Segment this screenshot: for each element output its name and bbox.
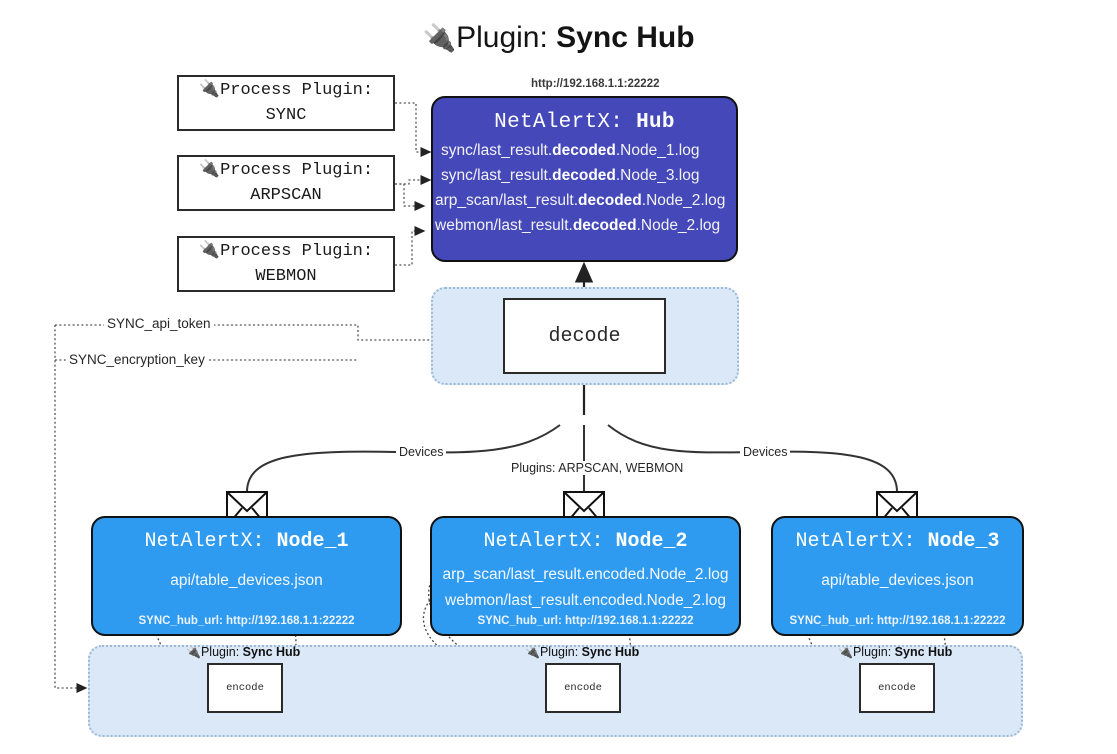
node-2-line-2: webmon/last_result.encoded.Node_2.log [445,592,726,609]
label-sync-encryption-key: SYNC_encryption_key [66,352,208,367]
plug-icon: 🔌 [186,645,201,659]
wire-arpscan-to-hub-b [395,183,426,212]
plug-icon: 🔌 [198,242,221,261]
plug-icon: 🔌 [198,161,221,180]
title-strong: Sync Hub [556,21,695,54]
node-3-line-1: api/table_devices.json [821,572,974,589]
label-devices-right: Devices [740,445,791,459]
hub-log-4: webmon/last_result.decoded.Node_2.log [435,217,721,234]
wire-encryption-key-to-encoders [54,325,88,694]
plug-icon: 🔌 [198,81,221,100]
title-lead: Plugin: [456,21,557,54]
node-box-1[interactable]: NetAlertX: Node_1 api/table_devices.json… [91,516,402,636]
encode-box-1[interactable]: encode [207,663,283,713]
node-box-3[interactable]: NetAlertX: Node_3 api/table_devices.json… [771,516,1024,636]
process-plugin-sync-line1: 🔌Process Plugin: [198,81,374,100]
encoder-1-tag: 🔌Plugin: Sync Hub [186,645,301,659]
process-plugin-sync[interactable]: 🔌Process Plugin: SYNC [177,75,395,131]
node-1-line-1: api/table_devices.json [170,572,323,589]
node-1-title: NetAlertX: Node_1 [144,530,349,553]
node-2-title: NetAlertX: Node_2 [483,530,688,553]
plug-icon: 🔌 [838,645,853,659]
process-plugin-arpscan-line2: ARPSCAN [250,186,322,205]
wire-sync-to-hub [395,102,432,158]
encoder-3-tag: 🔌Plugin: Sync Hub [838,645,953,659]
process-plugin-webmon-line1: 🔌Process Plugin: [198,242,374,261]
encoder-2-tag: 🔌Plugin: Sync Hub [525,645,640,659]
label-sync-api-token: SYNC_api_token [104,316,214,331]
node-box-2[interactable]: NetAlertX: Node_2 arp_scan/last_result.e… [430,516,741,636]
encode-box-2[interactable]: encode [545,663,621,713]
label-plugins-center: Plugins: ARPSCAN, WEBMON [508,461,687,475]
process-plugin-sync-line2: SYNC [265,106,307,125]
wire-node1-devices [246,424,561,493]
hub-log-1: sync/last_result.decoded.Node_1.log [441,142,700,159]
page-title: 🔌Plugin: Sync Hub [0,16,1117,60]
plug-icon: 🔌 [422,23,457,53]
hub-address: http://192.168.1.1:22222 [531,78,660,90]
node-2-line-1: arp_scan/last_result.encoded.Node_2.log [442,566,729,583]
node-1-footer: SYNC_hub_url: http://192.168.1.1:22222 [138,615,355,627]
decode-box[interactable]: decode [503,298,666,374]
process-plugin-webmon[interactable]: 🔌Process Plugin: WEBMON [177,236,395,292]
hub-title: NetAlertX: Hub [494,111,675,134]
node-2-footer: SYNC_hub_url: http://192.168.1.1:22222 [477,615,694,627]
process-plugin-arpscan[interactable]: 🔌Process Plugin: ARPSCAN [177,155,395,211]
hub-log-3: arp_scan/last_result.decoded.Node_2.log [435,192,726,209]
process-plugin-webmon-line2: WEBMON [255,267,317,286]
label-devices-left: Devices [396,445,447,459]
encode-box-3[interactable]: encode [859,663,935,713]
process-plugin-arpscan-line1: 🔌Process Plugin: [198,161,374,180]
node-3-footer: SYNC_hub_url: http://192.168.1.1:22222 [789,615,1006,627]
node-3-title: NetAlertX: Node_3 [795,530,1000,553]
hub-log-2: sync/last_result.decoded.Node_3.log [441,167,700,184]
plug-icon: 🔌 [525,645,540,659]
hub-box[interactable]: NetAlertX: Hub sync/last_result.decoded.… [431,96,738,262]
wire-webmon-to-hub [395,225,426,266]
